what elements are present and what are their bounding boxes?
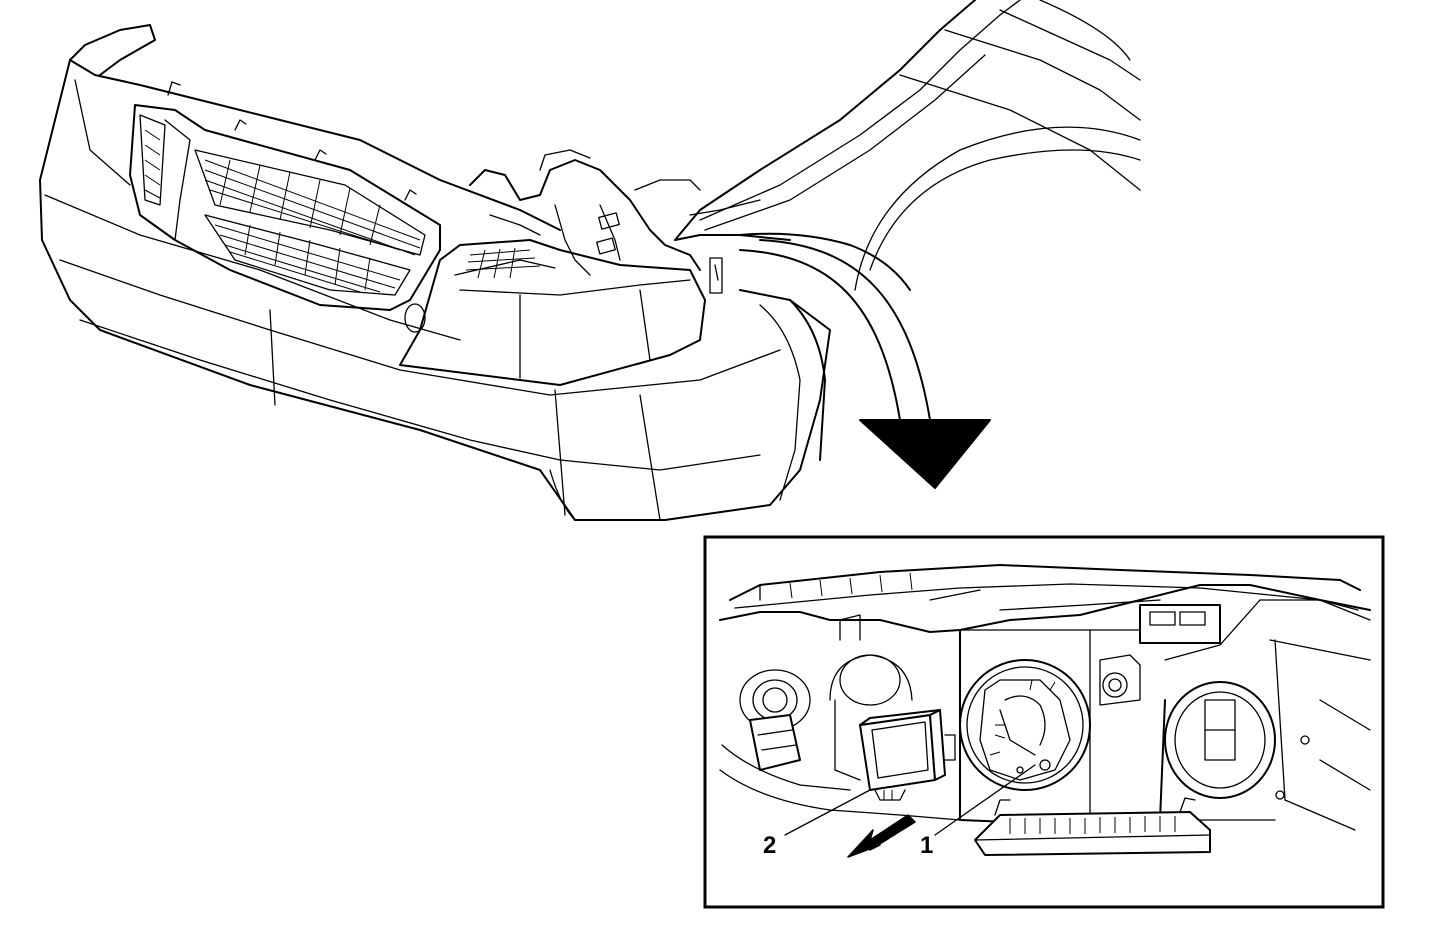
right-lamp-socket	[1164, 681, 1276, 799]
direction-arrow	[739, 239, 991, 489]
front-bumper-fascia	[39, 24, 831, 521]
radiator-support-bracket	[469, 149, 723, 294]
callout-2-label: 2	[763, 832, 776, 859]
grille	[129, 81, 441, 311]
lower-mounting-bracket	[974, 797, 1211, 856]
callout-1-label: 1	[920, 832, 933, 859]
headlamp-housing	[399, 239, 706, 386]
headlamp-rear-housing	[929, 589, 1261, 826]
bulb-dome	[829, 614, 913, 781]
removal-direction-arrow	[847, 814, 916, 858]
hid-ballast-module	[859, 709, 956, 801]
left-lamp-socket	[739, 669, 811, 771]
detail-inset	[703, 535, 1385, 909]
front-fender	[674, 0, 1141, 501]
